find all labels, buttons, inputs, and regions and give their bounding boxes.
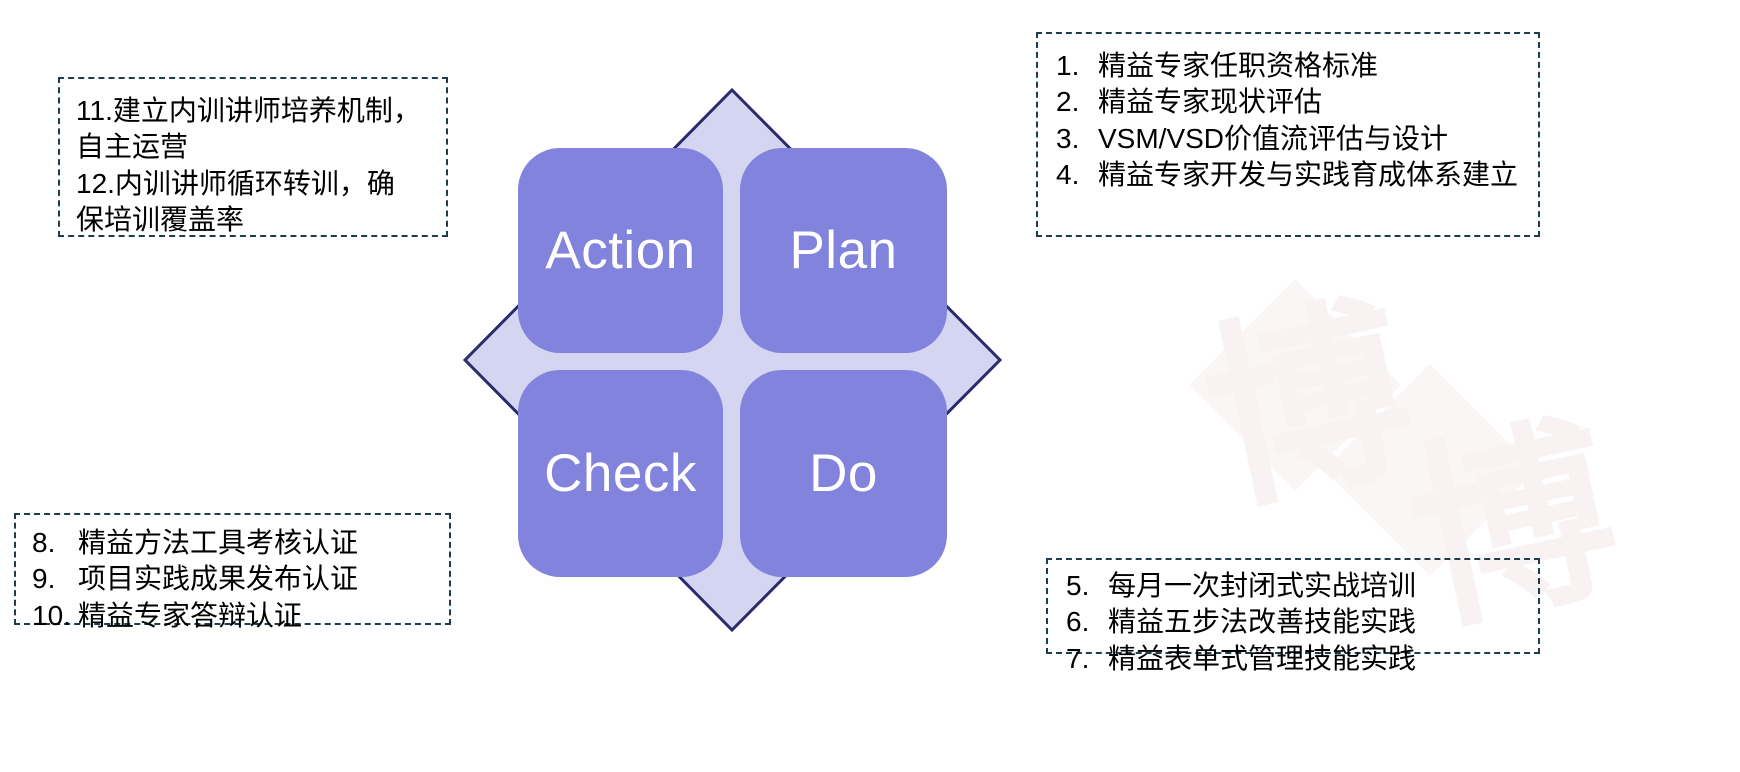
note-list-item: 4. 精益专家开发与实践育成体系建立 bbox=[1056, 157, 1530, 193]
pdca-quadrant-check[interactable]: Check bbox=[518, 370, 723, 577]
note-box-check[interactable]: 8. 精益方法工具考核认证 9. 项目实践成果发布认证 10. 精益专家答辩认证 bbox=[14, 513, 451, 631]
note-list-item: 8. 精益方法工具考核认证 bbox=[32, 525, 441, 561]
note-list-item: 10. 精益专家答辩认证 bbox=[32, 598, 441, 634]
watermark-diamond bbox=[1323, 363, 1537, 577]
note-item-number: 1. bbox=[1056, 50, 1080, 81]
pdca-quadrant-action[interactable]: Action bbox=[518, 148, 723, 353]
note-item-text: 精益专家任职资格标准 bbox=[1098, 50, 1379, 81]
note-item-text: 精益方法工具考核认证 bbox=[78, 527, 359, 558]
note-list-item: 1. 精益专家任职资格标准 bbox=[1056, 48, 1530, 84]
pdca-quadrant-do[interactable]: Do bbox=[740, 370, 947, 577]
note-list-item: 2. 精益专家现状评估 bbox=[1056, 84, 1530, 120]
note-item-number: 6. bbox=[1066, 606, 1090, 638]
note-item-text: 每月一次封闭式实战培训 bbox=[1108, 570, 1417, 601]
note-line: 11.建立内训讲师培养机制， bbox=[76, 95, 421, 126]
note-item-text: 精益表单式管理技能实践 bbox=[1108, 642, 1417, 674]
note-item-number: 2. bbox=[1056, 86, 1080, 118]
note-list-item: 9. 项目实践成果发布认证 bbox=[32, 561, 441, 597]
note-line: 12.内训讲师循环转训，确 bbox=[76, 167, 395, 199]
note-item-number: 3. bbox=[1056, 122, 1080, 154]
note-box-plan[interactable]: 1. 精益专家任职资格标准 2. 精益专家现状评估 3. VSM/VSD价值流评… bbox=[1036, 32, 1540, 237]
note-item-text: 精益专家答辩认证 bbox=[78, 599, 303, 631]
pdca-cycle-diagram: Action Plan Check Do bbox=[440, 60, 1040, 680]
note-item-text: VSM/VSD价值流评估与设计 bbox=[1098, 122, 1449, 154]
pdca-quadrant-check-label: Check bbox=[544, 444, 697, 503]
pdca-diamond-background bbox=[462, 87, 1003, 633]
pdca-quadrant-do-label: Do bbox=[809, 444, 878, 503]
note-item-number: 7. bbox=[1066, 642, 1090, 674]
pdca-quadrant-action-label: Action bbox=[545, 221, 696, 280]
note-item-number: 9. bbox=[32, 563, 56, 595]
pdca-quadrant-plan-label: Plan bbox=[789, 221, 898, 280]
note-item-number: 5. bbox=[1066, 570, 1090, 601]
note-item-number: 8. bbox=[32, 527, 56, 558]
note-list-item: 6. 精益五步法改善技能实践 bbox=[1066, 604, 1530, 640]
note-item-number: 10. bbox=[32, 599, 71, 631]
note-item-text: 精益专家现状评估 bbox=[1098, 86, 1323, 118]
watermark-diamond bbox=[1188, 278, 1402, 492]
note-line: 自主运营 bbox=[76, 131, 189, 163]
note-item-number: 4. bbox=[1056, 159, 1080, 191]
note-item-text: 项目实践成果发布认证 bbox=[78, 563, 359, 595]
pdca-quadrant-plan[interactable]: Plan bbox=[740, 148, 947, 353]
note-list-item: 5. 每月一次封闭式实战培训 bbox=[1066, 568, 1530, 604]
note-list-item: 3. VSM/VSD价值流评估与设计 bbox=[1056, 121, 1530, 157]
note-box-do[interactable]: 5. 每月一次封闭式实战培训 6. 精益五步法改善技能实践 7. 精益表单式管理… bbox=[1046, 558, 1540, 674]
watermark-text: 博 bbox=[1186, 271, 1431, 542]
note-line: 保培训覆盖率 bbox=[76, 204, 245, 236]
note-item-text: 精益专家开发与实践育成体系建立 bbox=[1098, 159, 1519, 191]
note-box-action[interactable]: 11.建立内训讲师培养机制， 自主运营 12.内训讲师循环转训，确 保培训覆盖率 bbox=[58, 77, 448, 237]
note-item-text: 精益五步法改善技能实践 bbox=[1108, 606, 1417, 638]
note-list-item: 7. 精益表单式管理技能实践 bbox=[1066, 641, 1530, 677]
